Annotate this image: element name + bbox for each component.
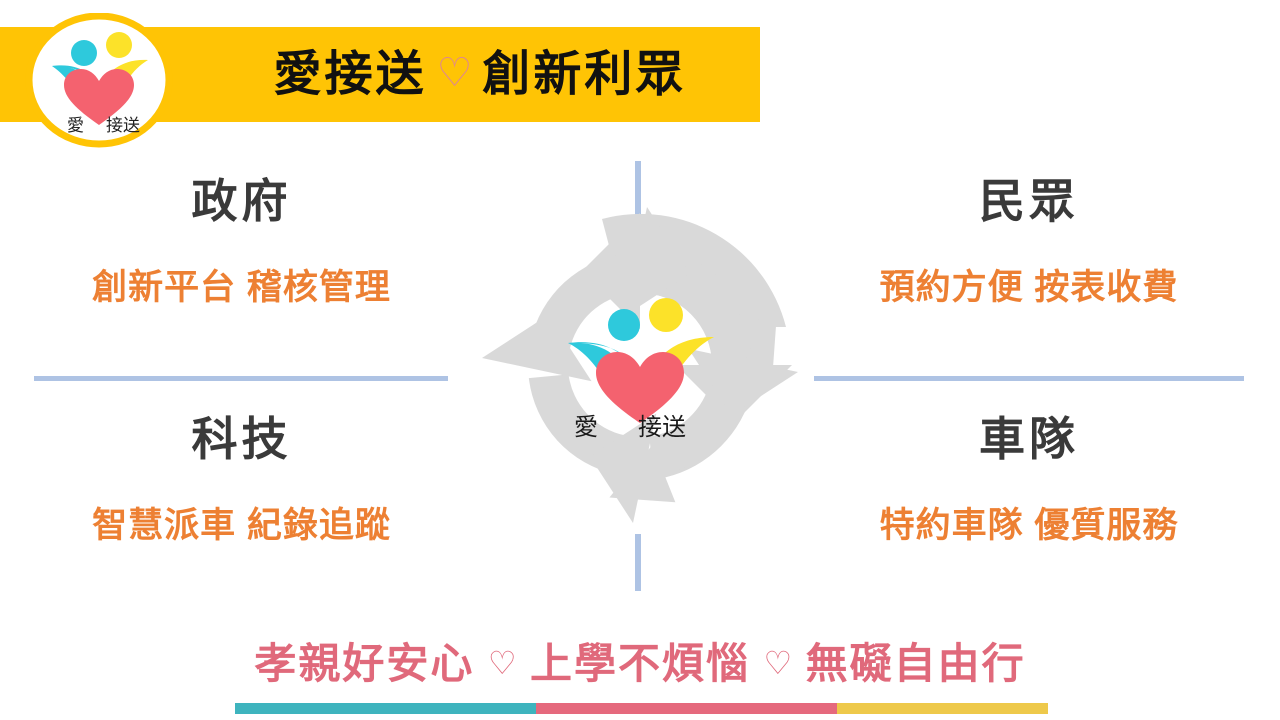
quadrant-fleet: 車隊 特約車隊 優質服務 [814, 414, 1244, 545]
footer-bar-segment-teal [235, 703, 536, 714]
footer-color-bar [235, 703, 1048, 714]
quadrant-public-sub: 預約方便 按表收費 [879, 267, 1179, 307]
footer-bar-segment-yellow [836, 703, 1048, 714]
quadrant-public-heading: 民眾 [979, 175, 1079, 227]
divider-vertical-top [635, 161, 641, 233]
quadrant-public: 民眾 預約方便 按表收費 [814, 176, 1244, 307]
brand-logo: 愛 接送 [24, 12, 174, 148]
cycle-arrow-set [482, 207, 798, 523]
page-title-right: 創新利眾 [482, 47, 687, 101]
quadrant-technology-heading: 科技 [191, 413, 292, 465]
circular-arrows-icon [482, 207, 798, 523]
center-logo-text-right: 接送 [638, 414, 686, 441]
tagline-part-2: 上學不煩惱 [529, 640, 750, 687]
footer-tagline: 孝親好安心 ♡ 上學不煩惱 ♡ 無礙自由行 [0, 643, 1280, 685]
divider-vertical-bottom [635, 534, 641, 591]
center-logo: 愛 接送 [552, 295, 728, 441]
center-logo-text-left: 愛 [574, 414, 598, 441]
footer-bar-segment-pink [535, 703, 837, 714]
quadrant-fleet-heading: 車隊 [979, 413, 1079, 465]
page-title-left: 愛接送 [273, 47, 427, 101]
heart-icon-1: ♡ [487, 645, 517, 681]
brand-logo-svg: 愛 接送 [25, 12, 173, 148]
cycle-diagram [480, 205, 800, 525]
divider-horizontal-right [814, 376, 1244, 381]
quadrant-government-heading: 政府 [191, 175, 292, 227]
brand-logo-text-right: 接送 [106, 116, 140, 135]
center-logo-svg: 愛 接送 [568, 298, 714, 441]
divider-horizontal-left [34, 376, 448, 381]
tagline-part-1: 孝親好安心 [254, 640, 475, 687]
heart-icon-2: ♡ [763, 645, 793, 681]
page-title: 愛接送 ♡ 創新利眾 [200, 27, 760, 122]
quadrant-fleet-sub: 特約車隊 優質服務 [879, 505, 1179, 545]
quadrant-government: 政府 創新平台 稽核管理 [34, 176, 449, 307]
quadrant-technology: 科技 智慧派車 紀錄追蹤 [34, 414, 449, 545]
brand-logo-text-left: 愛 [67, 116, 84, 135]
heart-icon: ♡ [436, 50, 473, 95]
quadrant-government-sub: 創新平台 稽核管理 [92, 267, 391, 307]
tagline-part-3: 無礙自由行 [805, 640, 1026, 687]
quadrant-technology-sub: 智慧派車 紀錄追蹤 [92, 505, 391, 545]
